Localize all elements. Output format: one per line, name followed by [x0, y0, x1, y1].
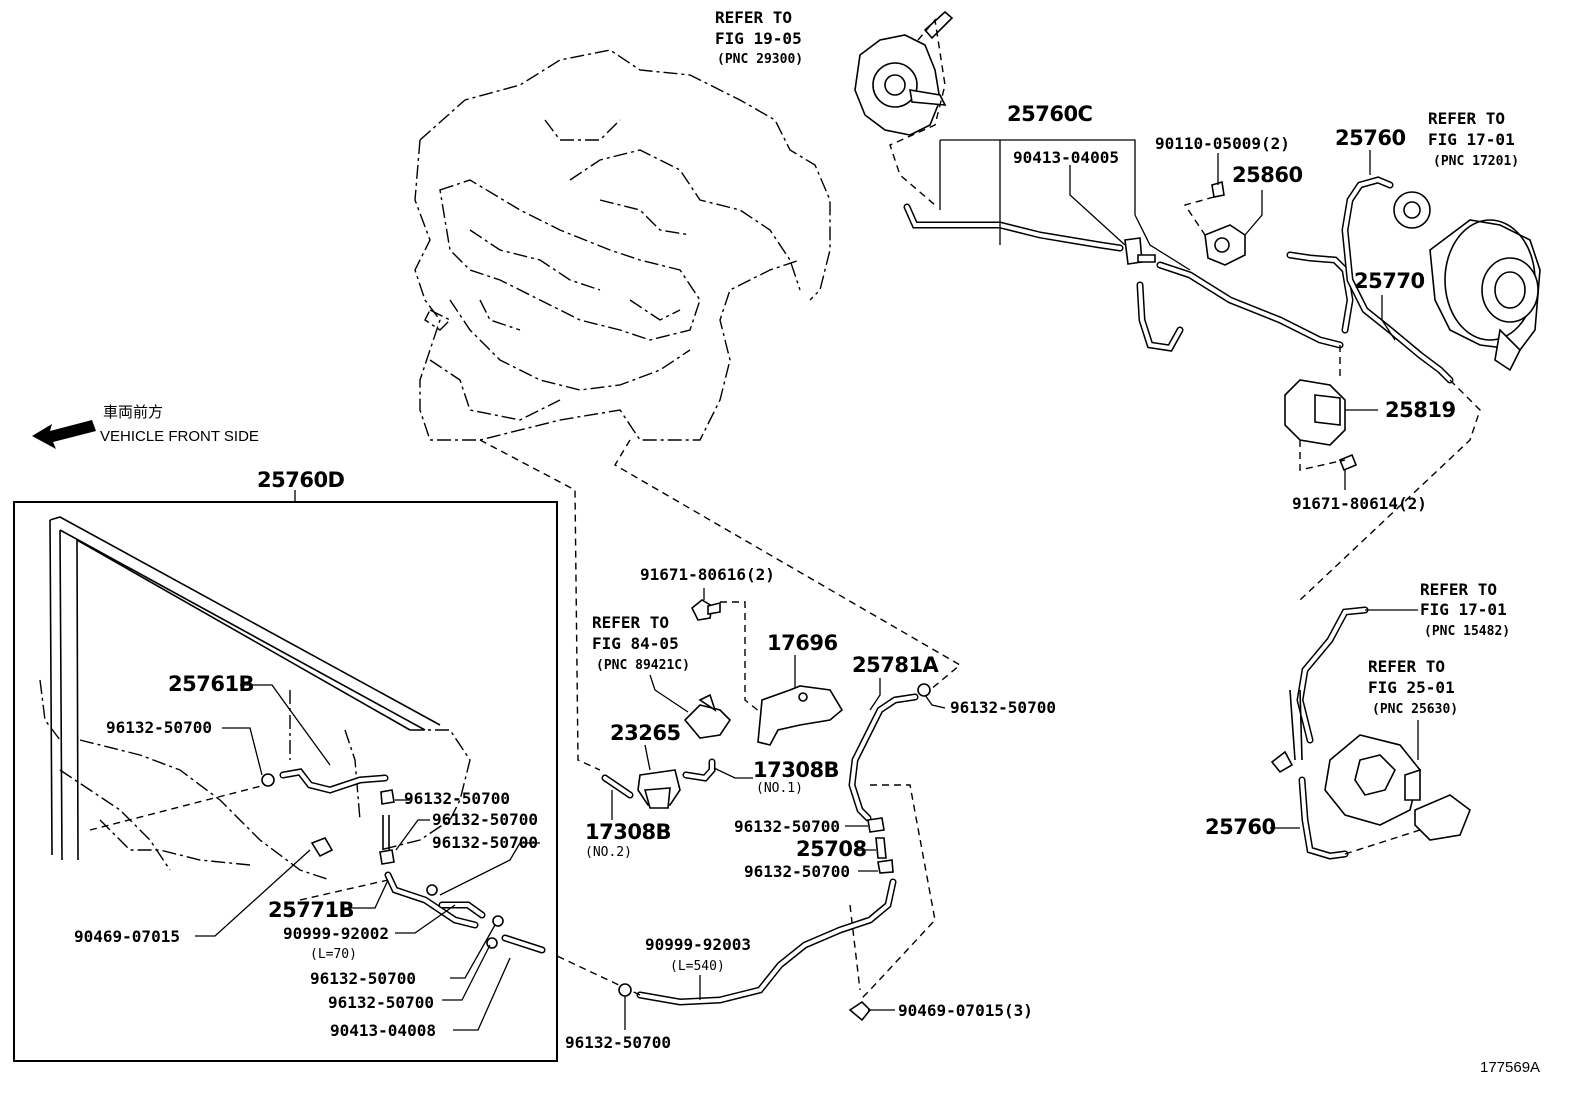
- part-17696-label: 17696: [767, 631, 838, 655]
- part-25760D-label: 25760D: [257, 468, 345, 492]
- vehicle-front-arrow-icon: [32, 420, 96, 449]
- part-25708-label: 25708: [796, 837, 867, 861]
- part-90469-07015-label: 90469-07015: [74, 927, 180, 946]
- top-right-hoses: [903, 139, 1541, 601]
- inset-box-25760D: [13, 490, 558, 1062]
- part-25860-label: 25860: [1232, 163, 1303, 187]
- refer-fig1905-line2: FIG 19-05: [715, 29, 802, 48]
- part-91671-80616-label: 91671-80616(2): [640, 565, 775, 584]
- part-96132-j-label: 96132-50700: [565, 1033, 671, 1052]
- part-96132-f-label: 96132-50700: [328, 993, 434, 1012]
- part-90110-05009-label: 90110-05009(2): [1155, 134, 1290, 153]
- part-25771B-label: 25771B: [268, 898, 355, 922]
- part-25760-bottom-label: 25760: [1205, 815, 1276, 839]
- part-96132-a-label: 96132-50700: [106, 718, 212, 737]
- refer-fig1905-line1: REFER TO: [715, 8, 793, 27]
- refer-fig8405-line1: REFER TO: [592, 613, 670, 632]
- part-90469-07015-3-label: 90469-07015(3): [898, 1001, 1033, 1020]
- part-96132-b-label: 96132-50700: [404, 789, 510, 808]
- part-17308B-no1-sub: (NO.1): [756, 781, 803, 796]
- refer-fig2501-line3: (PNC 25630): [1372, 702, 1459, 717]
- connection-lines: [479, 439, 962, 1001]
- refer-fig1701b-line1: REFER TO: [1420, 580, 1498, 599]
- part-90999-92002-label: 90999-92002: [283, 924, 389, 943]
- engine-block-outline: [414, 49, 831, 441]
- part-96132-g-label: 96132-50700: [950, 698, 1056, 717]
- part-25781A-label: 25781A: [852, 653, 939, 677]
- figure-number: 177569A: [1480, 1059, 1541, 1076]
- part-17308B-no1-label: 17308B: [753, 758, 840, 782]
- part-96132-i-label: 96132-50700: [744, 862, 850, 881]
- part-23265-label: 23265: [610, 721, 681, 745]
- refer-fig8405-line2: FIG 84-05: [592, 634, 679, 653]
- part-90413-04005-label: 90413-04005: [1013, 148, 1119, 167]
- refer-fig1905-line3: (PNC 29300): [717, 52, 804, 67]
- vsv-25819-drawing: [1284, 379, 1358, 472]
- part-17308B-no2-sub: (NO.2): [585, 845, 632, 860]
- refer-fig1701b-line2: FIG 17-01: [1420, 600, 1507, 619]
- part-90413-04008-label: 90413-04008: [330, 1021, 436, 1040]
- part-96132-h-label: 96132-50700: [734, 817, 840, 836]
- refer-fig1701a-line3: (PNC 17201): [1433, 154, 1520, 169]
- refer-fig1701a-line1: REFER TO: [1428, 109, 1506, 128]
- part-96132-c-label: 96132-50700: [432, 810, 538, 829]
- refer-fig2501-line1: REFER TO: [1368, 657, 1446, 676]
- part-96132-d-label: 96132-50700: [432, 833, 538, 852]
- part-25770-label: 25770: [1354, 269, 1425, 293]
- refer-fig1701b-line3: (PNC 15482): [1424, 624, 1511, 639]
- center-leaders: [611, 409, 1378, 1030]
- refer-fig8405-line3: (PNC 89421C): [596, 658, 690, 673]
- part-17308B-no2-label: 17308B: [585, 820, 672, 844]
- part-25760-top-label: 25760: [1335, 126, 1406, 150]
- part-90999-92003-length: (L=540): [670, 959, 725, 974]
- vehicle-front-jp: 車両前方: [103, 404, 164, 421]
- center-parts: [554, 599, 931, 1022]
- part-96132-e-label: 96132-50700: [310, 969, 416, 988]
- vacuum-pump-drawing: [854, 10, 954, 206]
- part-25761B-label: 25761B: [168, 672, 255, 696]
- egr-valve-group: [1270, 606, 1471, 860]
- part-90999-92003-label: 90999-92003: [645, 935, 751, 954]
- part-90999-92002-length: (L=70): [310, 947, 357, 962]
- turbocharger-drawing: [1393, 191, 1541, 372]
- part-25819-label: 25819: [1385, 398, 1456, 422]
- refer-fig1701a-line2: FIG 17-01: [1428, 130, 1515, 149]
- vehicle-front-en: VEHICLE FRONT SIDE: [100, 428, 259, 445]
- part-91671-80614-label: 91671-80614(2): [1292, 494, 1427, 513]
- part-25760C-label: 25760C: [1007, 102, 1093, 126]
- refer-fig2501-line2: FIG 25-01: [1368, 678, 1455, 697]
